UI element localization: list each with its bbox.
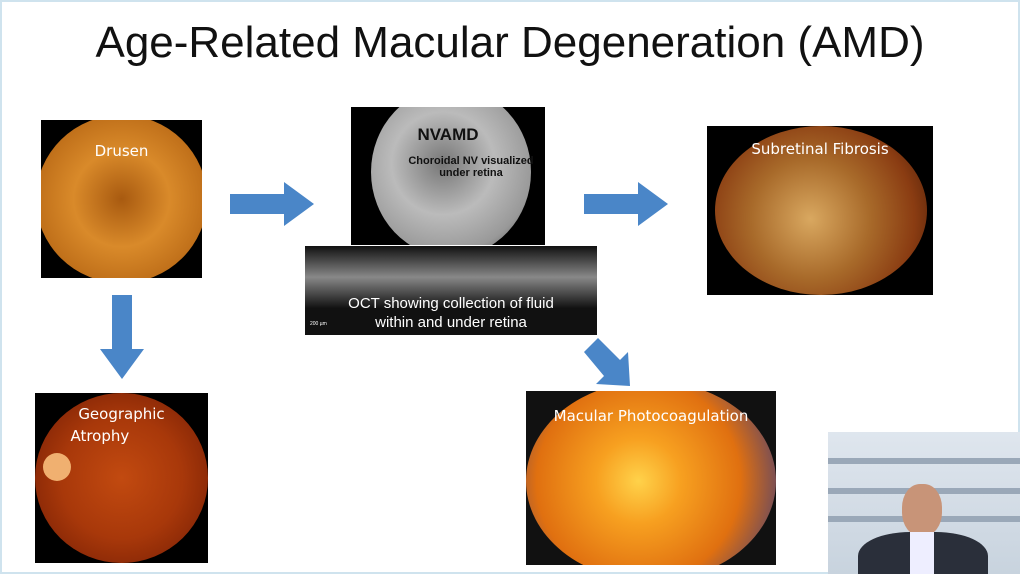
oct-caption-line2: within and under retina — [375, 314, 527, 331]
drusen-label: Drusen — [94, 142, 149, 160]
arrow-right-icon — [230, 182, 314, 226]
nvamd-angiogram-image: NVAMD Choroidal NV visualized under reti… — [351, 107, 545, 245]
nvamd-label: NVAMD — [417, 125, 479, 144]
nvamd-note: Choroidal NV visualized under retina — [408, 155, 534, 179]
atrophy-label-line1: Geographic — [78, 405, 165, 423]
drusen-image: Drusen — [41, 120, 202, 278]
geographic-atrophy-image: Geographic Atrophy — [35, 393, 208, 563]
oct-image: OCT showing collection of fluid within a… — [305, 246, 597, 335]
photocoag-label: Macular Photocoagulation — [553, 407, 749, 425]
arrow-down-icon — [100, 295, 144, 379]
arrow-down-right-icon — [584, 338, 630, 386]
arrow-right-icon — [584, 182, 668, 226]
slide-title: Age-Related Macular Degeneration (AMD) — [95, 18, 925, 67]
subretinal-fibrosis-image: Subretinal Fibrosis — [707, 126, 933, 295]
fibrosis-label: Subretinal Fibrosis — [751, 140, 889, 158]
oct-caption-line1: OCT showing collection of fluid — [348, 295, 554, 312]
atrophy-label-line2: Atrophy — [70, 427, 130, 445]
presenter-webcam — [828, 432, 1020, 574]
macular-photocoagulation-image: Macular Photocoagulation — [526, 391, 776, 565]
oct-scale-bar: 200 µm — [310, 321, 327, 327]
